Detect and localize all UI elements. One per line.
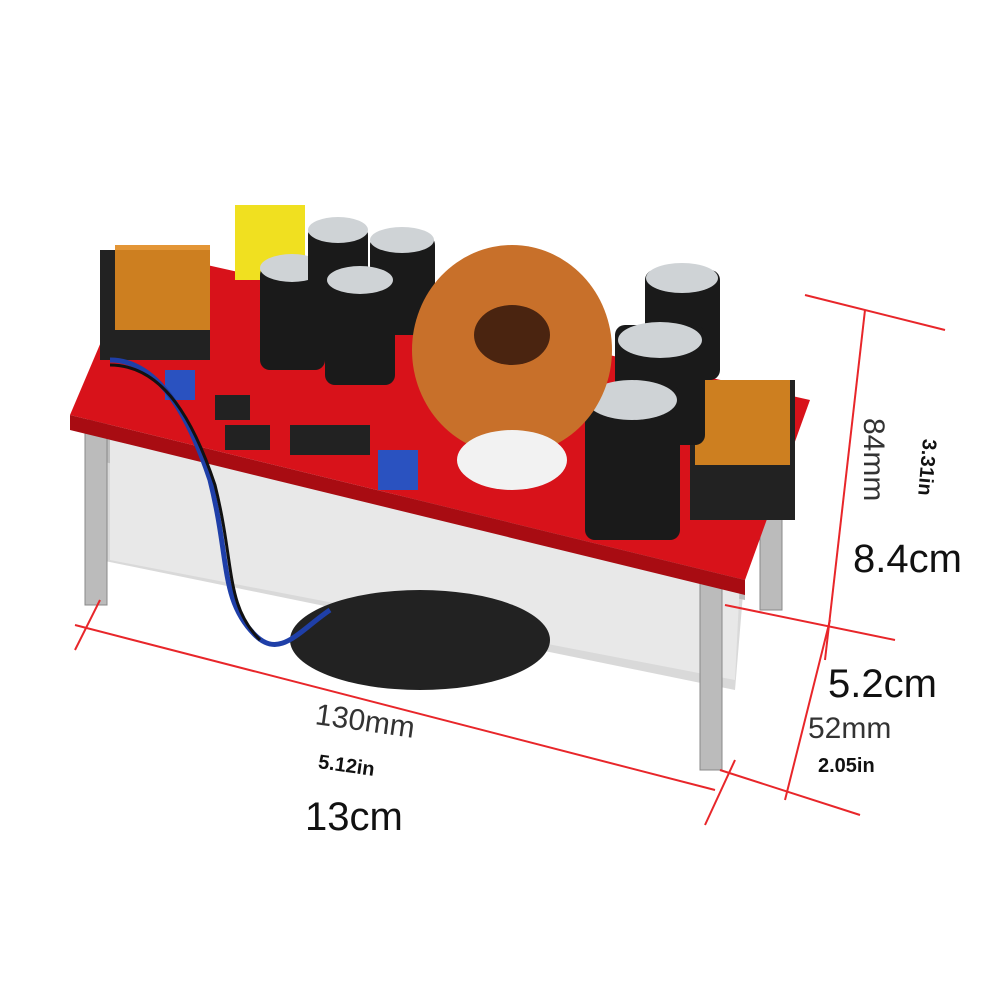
- fan-wire-black: [109, 363, 262, 642]
- terminal-blocks: [100, 245, 795, 520]
- width-mm-label: 84mm: [857, 418, 890, 502]
- potentiometers: [165, 370, 418, 490]
- width-cm-label: 8.4cm: [853, 537, 962, 581]
- capacitors: [260, 217, 720, 540]
- height-in-label: 2.05in: [818, 755, 875, 777]
- ics: [215, 395, 370, 455]
- width-in-label: 3.31in: [913, 438, 940, 497]
- height-mm-label: 52mm: [808, 712, 892, 745]
- length-cm-label: 13cm: [305, 795, 403, 839]
- height-cm-label: 5.2cm: [828, 662, 937, 706]
- fan: [290, 590, 550, 690]
- toroid-inductor: [412, 245, 612, 490]
- dimension-lines: [74, 294, 946, 826]
